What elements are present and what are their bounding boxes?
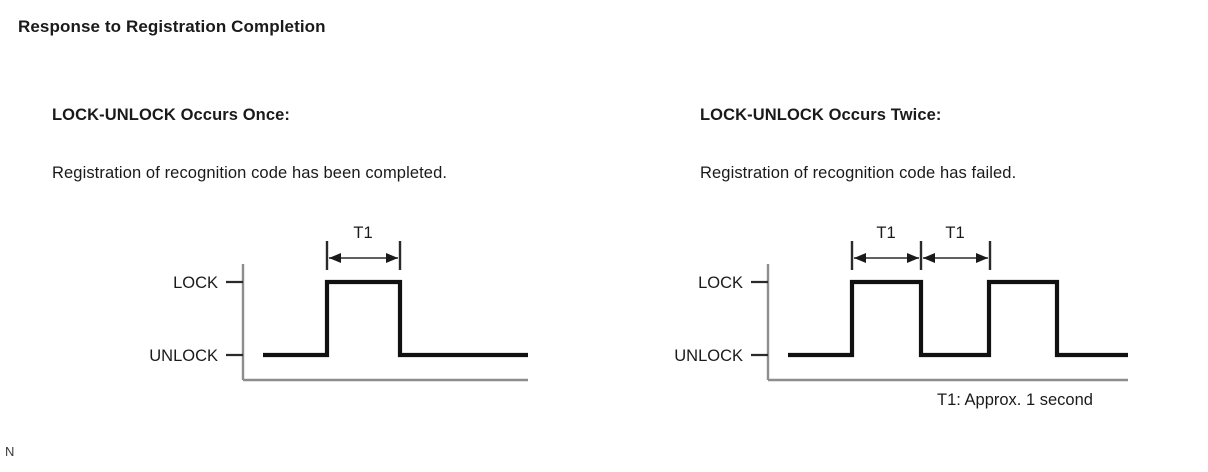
waveform-once [263, 279, 528, 358]
footnote-t1: T1: Approx. 1 second [937, 391, 1093, 409]
dim-arrow-right-2-end [976, 253, 988, 263]
dim-label-t1-right-2: T1 [945, 224, 964, 242]
axis-label-unlock-left: UNLOCK [149, 347, 218, 365]
axis-label-unlock-right: UNLOCK [674, 347, 743, 365]
panel-description-once: Registration of recognition code has bee… [52, 164, 448, 182]
panel-description-twice: Registration of recognition code has fai… [700, 164, 1017, 182]
axis-label-lock-right: LOCK [698, 274, 743, 292]
diagram-lock-unlock-twice: LOCK UNLOCK T1 T1 [674, 224, 1128, 382]
diagram-lock-unlock-once: LOCK UNLOCK T1 [149, 224, 528, 382]
axis-label-lock-left: LOCK [173, 274, 218, 292]
dim-label-t1-right-1: T1 [876, 224, 895, 242]
panel-heading-twice: LOCK-UNLOCK Occurs Twice: [700, 106, 942, 124]
dim-arrow-right-1-start [854, 253, 866, 263]
dim-label-t1-left: T1 [353, 224, 372, 242]
dim-arrow-right-1-end [907, 253, 919, 263]
dim-arrow-left-end [386, 253, 398, 263]
dim-arrow-right-2-start [923, 253, 935, 263]
panel-heading-once: LOCK-UNLOCK Occurs Once: [52, 106, 291, 124]
dim-arrow-left-start [329, 253, 341, 263]
page-title: Response to Registration Completion [18, 17, 326, 36]
page-marker: N [5, 444, 15, 459]
waveform-twice [788, 279, 1128, 358]
